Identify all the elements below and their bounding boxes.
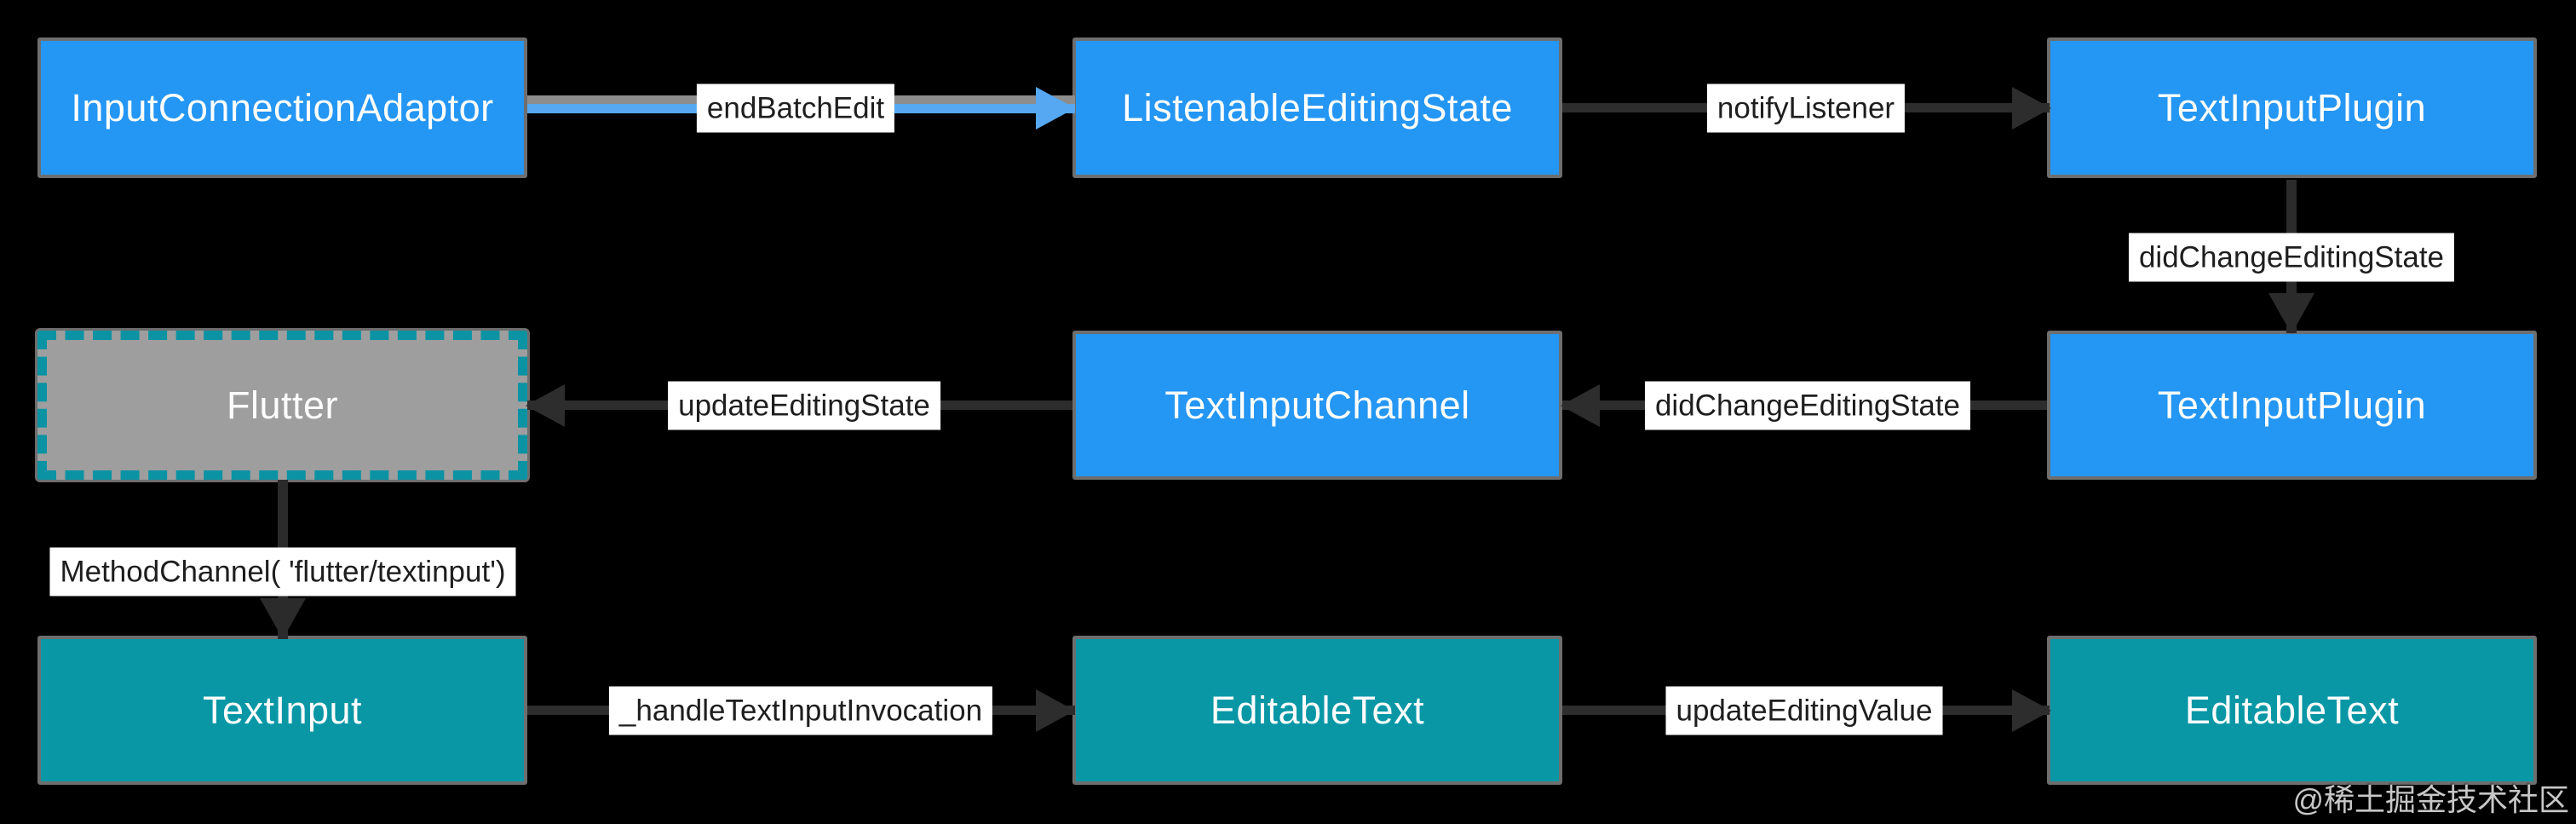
node-label: TextInput: [202, 688, 363, 732]
node-label: EditableText: [2184, 688, 2400, 732]
edge-arrowhead-update-editing-state: [526, 384, 565, 427]
node-editable-text-right: EditableText: [2047, 636, 2537, 785]
node-label: TextInputPlugin: [2157, 85, 2427, 130]
node-label: Flutter: [226, 383, 339, 427]
edge-arrowhead-did-change-editing-state-vertical: [2268, 293, 2314, 334]
node-editable-text-mid: EditableText: [1072, 636, 1562, 785]
edge-arrowhead-notify-listener: [2012, 87, 2051, 130]
edge-label-handle-text-input-invocation: _handleTextInputInvocation: [608, 686, 993, 735]
edge-label-end-batch-edit: endBatchEdit: [696, 84, 895, 133]
node-text-input-plugin-mid: TextInputPlugin: [2047, 331, 2537, 480]
edge-label-update-editing-state: updateEditingState: [668, 381, 940, 430]
edge-label-update-editing-value: updateEditingValue: [1665, 686, 1943, 735]
node-text-input: TextInput: [37, 636, 527, 785]
edge-arrowhead-method-channel: [260, 598, 306, 639]
node-label: InputConnectionAdaptor: [71, 85, 494, 130]
edge-label-notify-listener: notifyListener: [1706, 84, 1906, 133]
node-label: EditableText: [1210, 688, 1425, 732]
watermark-text: @稀土掘金技术社区: [2292, 782, 2569, 817]
edge-arrowhead-end-batch-edit: [1036, 87, 1075, 130]
node-text-input-channel: TextInputChannel: [1072, 331, 1562, 480]
edge-arrowhead-handle-text-input-invocation: [1036, 689, 1075, 732]
node-flutter: Flutter: [37, 331, 527, 480]
edge-label-did-change-editing-state: didChangeEditingState: [1644, 381, 1971, 430]
node-label: TextInputPlugin: [2157, 383, 2427, 427]
edge-arrowhead-update-editing-value: [2012, 689, 2051, 732]
edge-label-method-channel: MethodChannel( 'flutter/textinput'): [49, 547, 516, 596]
edge-arrowhead-did-change-editing-state: [1561, 384, 1600, 427]
node-label: ListenableEditingState: [1122, 85, 1513, 130]
node-text-input-plugin-top: TextInputPlugin: [2047, 37, 2537, 178]
node-listenable-editing-state: ListenableEditingState: [1072, 37, 1562, 178]
node-input-connection-adaptor: InputConnectionAdaptor: [37, 37, 527, 178]
edge-label-did-change-editing-state-vertical: didChangeEditingState: [2128, 233, 2455, 282]
node-label: TextInputChannel: [1164, 383, 1470, 427]
